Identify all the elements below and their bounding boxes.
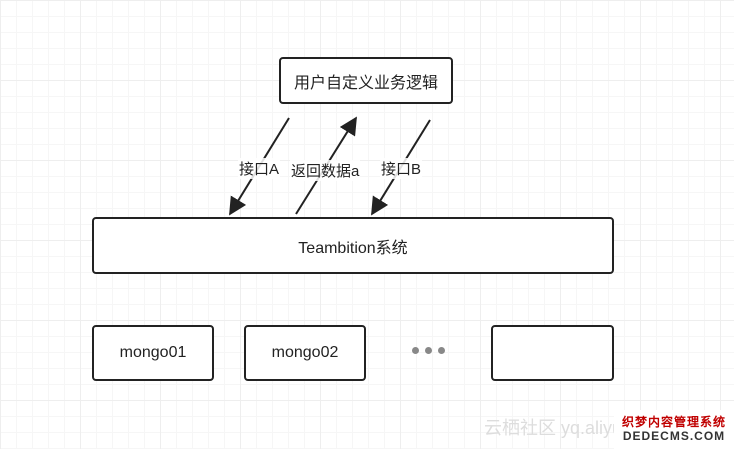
custom-business-logic-node[interactable]: 用户自定义业务逻辑 <box>279 57 453 104</box>
mongo02-label: mongo02 <box>271 344 339 361</box>
corner-badge: 织梦内容管理系统 DEDECMS.COM <box>614 410 734 449</box>
ellipsis-dot <box>425 347 432 354</box>
mongo02-node[interactable]: mongo02 <box>244 325 366 381</box>
ellipsis-dot <box>412 347 419 354</box>
mongo01-label: mongo01 <box>119 344 187 361</box>
badge-cn-text: 织梦内容管理系统 <box>621 415 726 430</box>
teambition-system-label: Teambition系统 <box>298 239 408 257</box>
mongo01-node[interactable]: mongo01 <box>92 325 214 381</box>
badge-en-text: DEDECMS.COM <box>622 428 726 443</box>
interface-a-label: 接口A <box>238 158 281 179</box>
ellipsis-dot <box>438 347 445 354</box>
ellipsis-icon <box>412 347 445 354</box>
teambition-system-node[interactable]: Teambition系统 <box>92 217 614 274</box>
interface-b-label: 接口B <box>380 158 423 179</box>
custom-business-logic-label: 用户自定义业务逻辑 <box>293 74 438 92</box>
mongo-n-node[interactable] <box>491 325 614 381</box>
return-data-label: 返回数据a <box>290 160 361 181</box>
